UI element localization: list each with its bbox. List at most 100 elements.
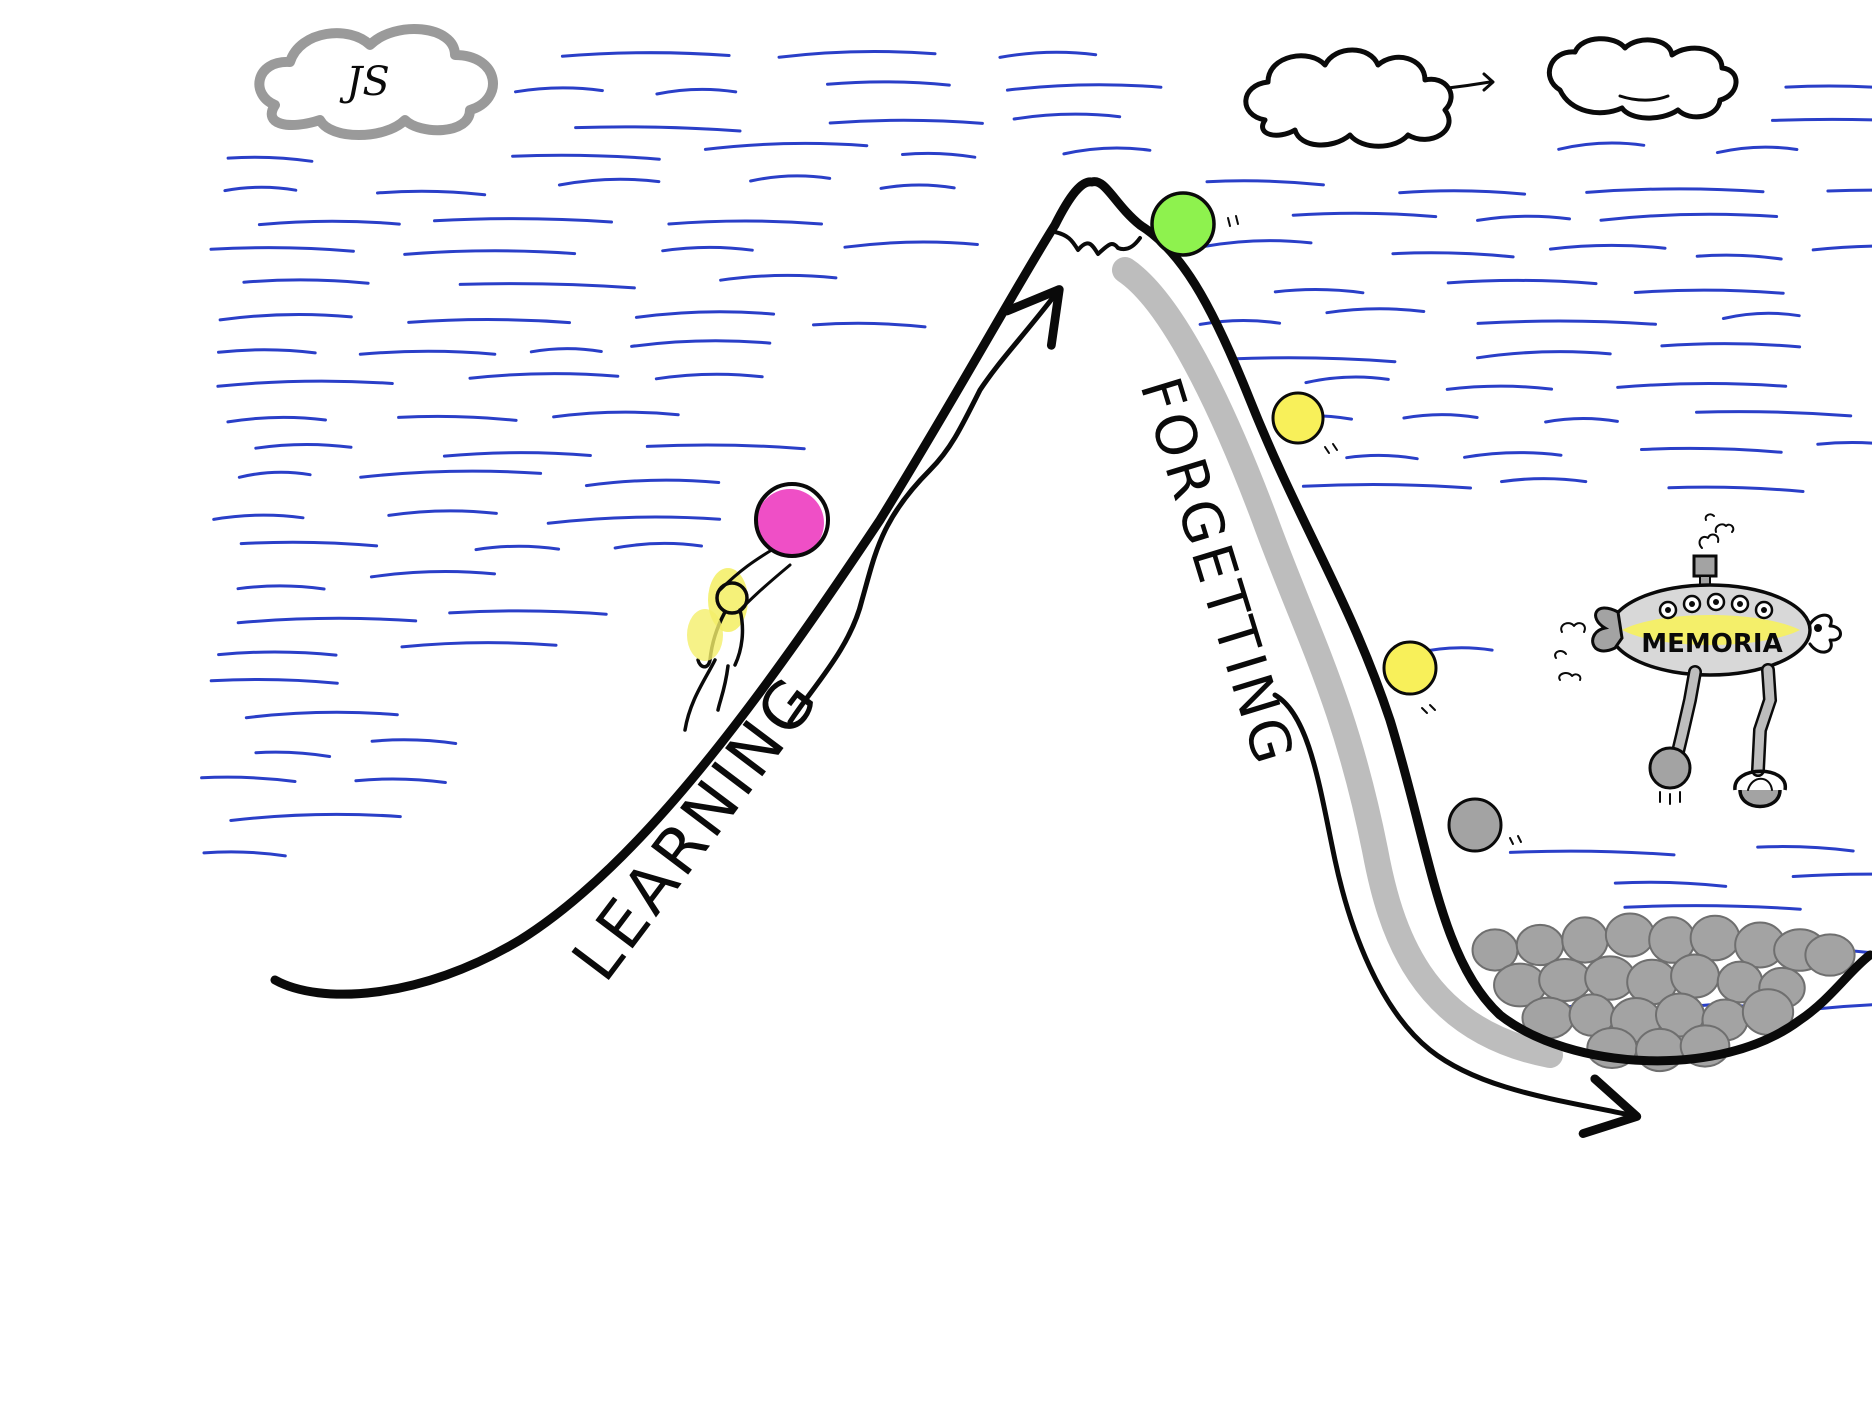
water-stroke	[200, 775, 297, 783]
water-stroke	[358, 349, 497, 356]
water-stroke	[749, 174, 832, 183]
water-stroke	[552, 410, 680, 419]
water-stroke	[1791, 872, 1872, 878]
water-stroke	[655, 87, 738, 96]
arrow-icon-learning	[787, 285, 1064, 725]
water-stroke	[654, 372, 764, 381]
water-stroke	[209, 677, 339, 685]
signature-label: JS	[339, 59, 389, 105]
water-stroke	[448, 609, 608, 616]
water-stroke	[242, 278, 370, 285]
water-stroke	[209, 246, 355, 253]
water-stroke	[901, 151, 977, 159]
ball-icon-yellow-2	[1382, 640, 1438, 714]
water-stroke	[1291, 211, 1438, 219]
water-stroke	[546, 515, 722, 525]
water-stroke	[1500, 477, 1588, 484]
water-stroke	[1446, 278, 1598, 286]
water-stroke	[407, 318, 571, 325]
water-stroke	[1667, 485, 1805, 493]
water-stroke	[1345, 453, 1419, 461]
water-stroke	[1616, 382, 1788, 389]
water-stroke	[630, 339, 772, 348]
cloud-icon-signature: JS	[254, 24, 498, 140]
water-stroke	[1715, 145, 1799, 155]
water-stroke	[1273, 288, 1365, 295]
water-stroke	[514, 86, 604, 94]
water-stroke	[1813, 1003, 1872, 1011]
water-stroke	[1816, 441, 1872, 446]
ball-icon-gray	[1447, 797, 1522, 853]
water-stroke	[1062, 146, 1152, 156]
ball-icon-green	[1150, 191, 1239, 257]
water-stroke	[1476, 350, 1612, 360]
water-stroke	[229, 812, 402, 822]
water-stroke	[667, 219, 823, 226]
rock-pile-icon	[1471, 912, 1856, 1073]
water-stroke	[387, 509, 498, 517]
water-stroke	[1695, 410, 1853, 418]
water-stroke	[369, 570, 496, 579]
water-stroke	[1784, 84, 1872, 89]
water-stroke	[442, 451, 592, 458]
rock-icon	[1670, 953, 1720, 999]
water-stroke	[1771, 117, 1872, 122]
rock-icon	[1538, 958, 1592, 1002]
submarine-label: MEMORIA	[1641, 629, 1782, 659]
water-stroke	[574, 125, 742, 133]
water-stroke	[400, 641, 558, 649]
water-stroke	[216, 379, 394, 388]
forgetting-slide	[1112, 257, 1563, 1068]
water-stroke	[777, 49, 937, 59]
water-stroke	[1476, 319, 1657, 326]
water-stroke	[1304, 375, 1390, 385]
water-stroke	[1721, 311, 1801, 320]
water-stroke	[826, 80, 951, 87]
water-background	[200, 49, 1872, 1012]
water-stroke	[703, 141, 869, 151]
water-stroke	[1198, 318, 1282, 326]
water-stroke	[217, 348, 317, 355]
rock-icon	[1561, 916, 1609, 964]
water-stroke	[1695, 253, 1783, 261]
water-stroke	[1633, 288, 1785, 295]
water-stroke	[218, 313, 353, 322]
water-stroke	[529, 347, 603, 354]
water-stroke	[634, 310, 776, 319]
water-stroke	[1557, 141, 1646, 151]
water-stroke	[1623, 904, 1802, 911]
water-stroke	[812, 321, 927, 329]
water-stroke	[433, 217, 613, 224]
water-stroke	[217, 650, 338, 657]
water-stroke	[1203, 239, 1313, 248]
water-stroke	[397, 414, 518, 422]
water-stroke	[1660, 342, 1802, 349]
ball-icon-pink	[754, 482, 830, 558]
water-stroke	[257, 219, 401, 227]
water-stroke	[1548, 243, 1667, 251]
water-stroke	[843, 240, 979, 249]
water-stroke	[1476, 214, 1571, 222]
water-stroke	[403, 249, 577, 256]
water-stroke	[511, 153, 661, 161]
water-stroke	[1012, 112, 1122, 121]
water-stroke	[226, 155, 314, 163]
water-stroke	[1613, 880, 1728, 888]
water-stroke	[1005, 83, 1163, 92]
water-stroke	[719, 273, 838, 282]
water-stroke	[1445, 384, 1554, 391]
learning-label: LEARNING	[559, 662, 835, 994]
water-stroke	[1599, 212, 1779, 222]
water-stroke	[254, 750, 332, 758]
water-stroke	[244, 710, 399, 720]
ball-icon-yellow-1	[1271, 391, 1338, 454]
water-stroke	[458, 282, 636, 290]
water-stroke	[226, 415, 327, 424]
snow-cap	[1053, 230, 1142, 256]
water-stroke	[879, 183, 956, 190]
rock-icon	[1804, 933, 1856, 977]
water-stroke	[202, 850, 287, 858]
water-stroke	[1391, 251, 1515, 259]
water-stroke	[370, 738, 458, 745]
water-stroke	[239, 540, 379, 548]
